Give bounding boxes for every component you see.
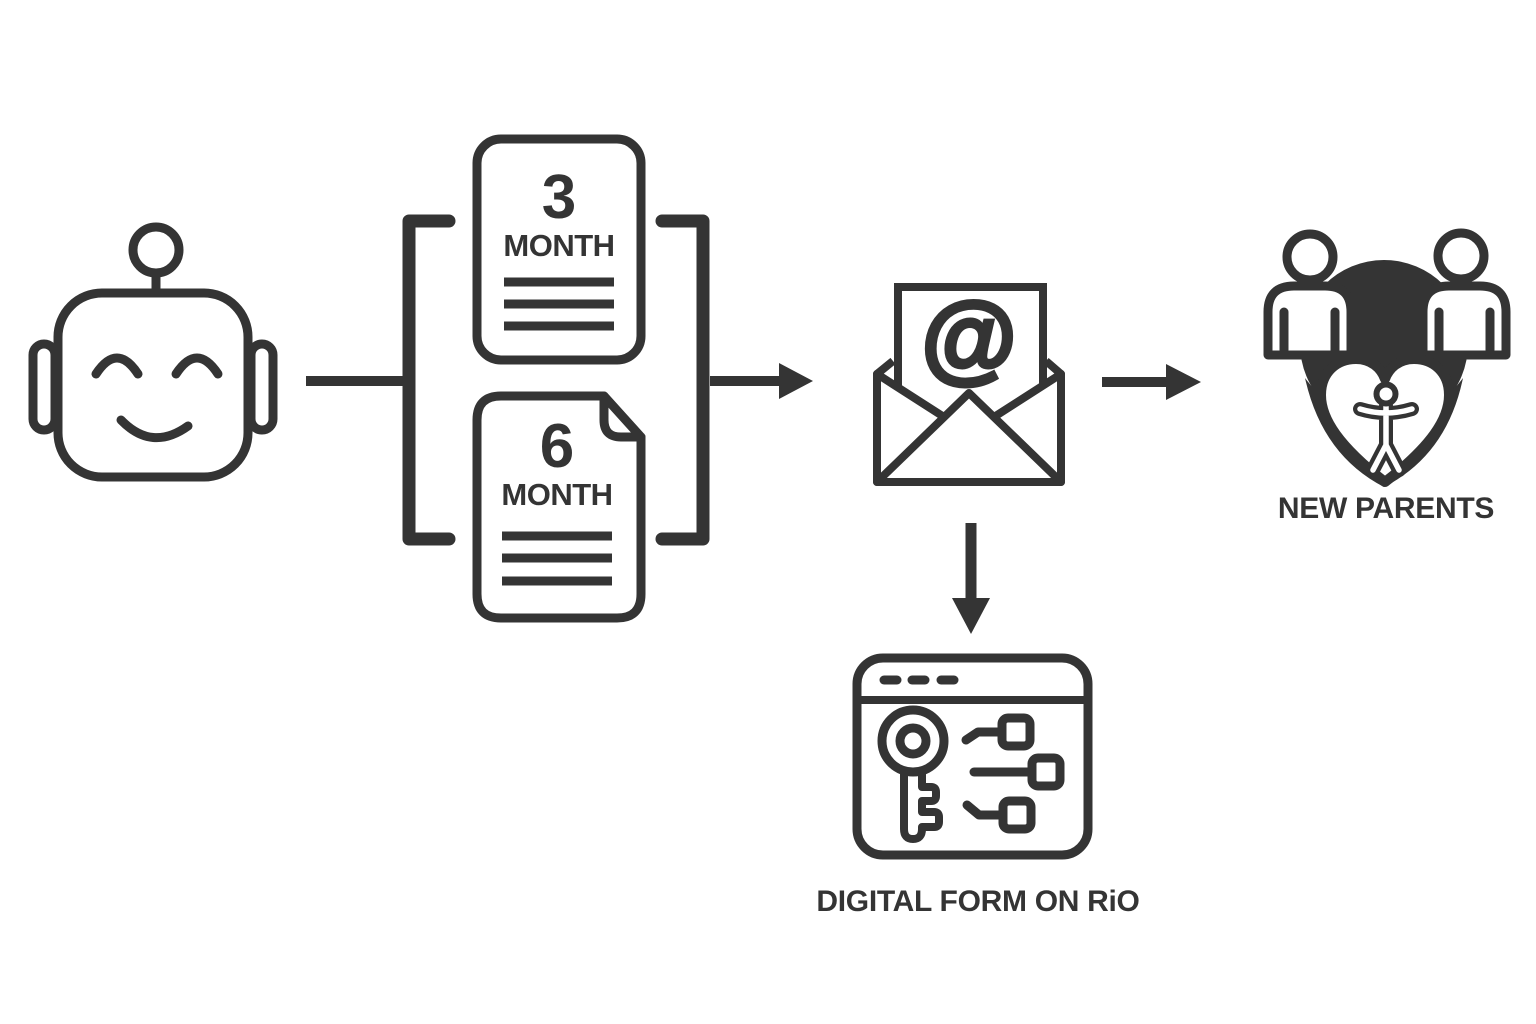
child-figure	[1353, 381, 1419, 477]
robot-icon	[28, 222, 278, 482]
robot-eye-left	[91, 353, 143, 379]
email-envelope-icon: @	[873, 280, 1065, 486]
at-symbol: @	[921, 282, 1017, 392]
envelope-body-outline	[873, 370, 1065, 486]
document-3-number: 3	[542, 163, 576, 232]
document-3-unit: MONTH	[503, 228, 614, 263]
document-6-folded-corner	[599, 391, 646, 442]
document-3-text-lines	[504, 277, 614, 331]
arrowhead	[779, 363, 813, 399]
bracket-right	[655, 214, 710, 546]
document-6-month: 6 MONTH	[472, 391, 646, 623]
arrow-documents-to-email	[710, 363, 813, 399]
parent-right	[1418, 228, 1511, 360]
robot-antenna-ball	[128, 222, 184, 278]
document-3-month: 3 MONTH	[472, 134, 646, 365]
arrow-email-to-form	[952, 523, 990, 634]
robot-eye-right	[171, 353, 223, 379]
browser-key-form-icon	[852, 653, 1093, 860]
new-parents-label: NEW PARENTS	[1277, 492, 1495, 525]
digital-form-label: DIGITAL FORM ON RiO	[816, 885, 1140, 918]
parent-left	[1263, 229, 1356, 360]
arrowhead	[952, 598, 990, 634]
document-6-text-lines	[502, 531, 612, 586]
robot-ear-right	[246, 339, 278, 435]
bracket-left	[402, 214, 456, 546]
robot-smile	[116, 415, 193, 443]
document-6-number: 6	[540, 412, 574, 481]
form-tree-branches	[961, 713, 1065, 834]
arrow-email-to-parents	[1102, 364, 1201, 400]
robot-ear-left	[28, 339, 60, 435]
envelope-back-folds	[873, 370, 1065, 421]
envelope-front-flap	[873, 389, 1065, 486]
arrowhead	[1166, 364, 1201, 400]
new-parents-heart-icon	[1263, 228, 1511, 487]
robot-head	[53, 288, 253, 482]
document-6-unit: MONTH	[501, 477, 612, 512]
envelope-front-fill	[877, 374, 1061, 482]
key-icon	[877, 705, 949, 843]
